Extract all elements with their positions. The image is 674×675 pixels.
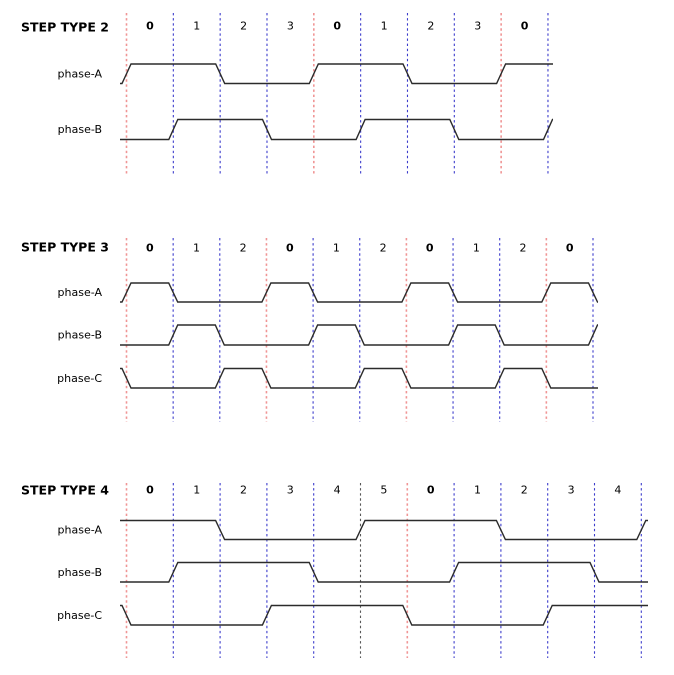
step-number-label: 1 bbox=[193, 242, 200, 255]
step-number-label: 0 bbox=[333, 20, 341, 33]
step-number-label: 1 bbox=[193, 484, 200, 497]
step-number-label: 2 bbox=[380, 242, 387, 255]
step-number-label: 3 bbox=[287, 484, 294, 497]
step-number-label: 4 bbox=[334, 484, 341, 497]
step-number-label: 2 bbox=[240, 242, 247, 255]
phase-label: phase-B bbox=[58, 329, 102, 342]
step-number-label: 1 bbox=[333, 242, 340, 255]
step-number-label: 0 bbox=[286, 242, 294, 255]
waveform-phase-A bbox=[120, 282, 599, 303]
step-number-label: 2 bbox=[427, 20, 434, 33]
phase-label: phase-B bbox=[58, 566, 102, 579]
waveform-phase-B bbox=[120, 118, 554, 141]
step-number-label: 0 bbox=[146, 242, 154, 255]
step-number-label: 0 bbox=[146, 484, 154, 497]
step-number-label: 3 bbox=[287, 20, 294, 33]
step-number-label: 0 bbox=[521, 20, 529, 33]
phase-label: phase-A bbox=[58, 524, 103, 537]
step-number-label: 3 bbox=[568, 484, 575, 497]
step-number-label: 0 bbox=[566, 242, 574, 255]
phase-label: phase-C bbox=[57, 372, 102, 385]
waveform-phase-A bbox=[120, 519, 648, 541]
step-number-label: 2 bbox=[240, 484, 247, 497]
step-number-label: 0 bbox=[146, 20, 154, 33]
step-number-label: 1 bbox=[381, 20, 388, 33]
waveform-phase-C bbox=[120, 367, 598, 389]
phase-label: phase-C bbox=[57, 609, 102, 622]
waveform-phase-A bbox=[120, 63, 553, 85]
step-number-label: 1 bbox=[473, 242, 480, 255]
section-title: STEP TYPE 2 bbox=[21, 20, 109, 35]
step-number-label: 1 bbox=[193, 20, 200, 33]
section-title: STEP TYPE 3 bbox=[21, 240, 109, 255]
waveform-phase-C bbox=[120, 604, 648, 626]
step-number-label: 0 bbox=[426, 242, 434, 255]
section-title: STEP TYPE 4 bbox=[21, 483, 109, 498]
section-step-type: STEP TYPE 2 0 1 2 3 0 1 2 3 0 phase-A phase-B bbox=[21, 13, 554, 175]
waveform-phase-B bbox=[120, 324, 599, 346]
phase-label: phase-B bbox=[58, 123, 102, 136]
waveform-phase-B bbox=[120, 561, 648, 583]
section-step-type: STEP TYPE 3 0 1 2 0 1 2 0 1 2 0 phase-A phase-B phase… bbox=[21, 238, 599, 422]
step-number-label: 3 bbox=[474, 20, 481, 33]
step-number-label: 4 bbox=[614, 484, 621, 497]
step-number-label: 1 bbox=[474, 484, 481, 497]
step-number-label: 2 bbox=[521, 484, 528, 497]
phase-label: phase-A bbox=[58, 67, 103, 80]
step-number-label: 0 bbox=[427, 484, 435, 497]
step-number-label: 5 bbox=[380, 484, 387, 497]
section-step-type: STEP TYPE 4 0 1 2 3 4 5 0 1 2 3 4 phase-A phase-B phas… bbox=[21, 483, 648, 658]
phase-label: phase-A bbox=[58, 286, 103, 299]
step-number-label: 2 bbox=[240, 20, 247, 33]
step-number-label: 2 bbox=[520, 242, 527, 255]
